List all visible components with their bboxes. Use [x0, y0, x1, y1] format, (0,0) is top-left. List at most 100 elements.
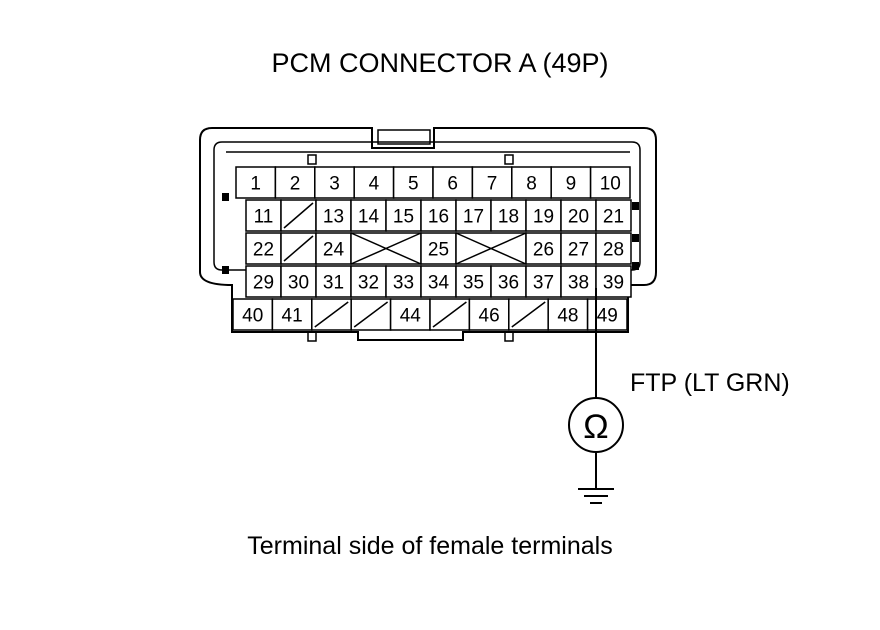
terminal-11: 11 — [245, 199, 282, 232]
terminal-number: 5 — [408, 174, 419, 195]
terminal-14: 14 — [350, 199, 387, 232]
empty-terminal-slot — [311, 298, 352, 331]
terminal-number: 21 — [603, 207, 624, 228]
terminal-21: 21 — [595, 199, 632, 232]
terminal-16: 16 — [420, 199, 457, 232]
terminal-number: 8 — [526, 174, 537, 195]
empty-terminal-slot — [350, 232, 422, 265]
terminal-1: 1 — [235, 166, 277, 199]
terminal-10: 10 — [589, 166, 631, 199]
terminal-number: 39 — [603, 273, 624, 294]
terminal-32: 32 — [350, 265, 387, 298]
terminal-6: 6 — [432, 166, 474, 199]
terminal-20: 20 — [560, 199, 597, 232]
terminal-number: 48 — [557, 306, 578, 327]
terminal-number: 26 — [533, 240, 554, 261]
terminal-number: 37 — [533, 273, 554, 294]
terminal-18: 18 — [490, 199, 527, 232]
terminal-25: 25 — [420, 232, 457, 265]
terminal-number: 14 — [358, 207, 380, 228]
terminal-27: 27 — [560, 232, 597, 265]
terminal-15: 15 — [385, 199, 422, 232]
terminal-39: 39 — [595, 265, 632, 298]
terminal-24: 24 — [315, 232, 352, 265]
terminal-29: 29 — [245, 265, 282, 298]
terminal-31: 31 — [315, 265, 352, 298]
terminal-number: 7 — [487, 174, 498, 195]
terminal-number: 2 — [290, 174, 301, 195]
terminal-number: 6 — [447, 174, 458, 195]
terminal-number: 22 — [253, 240, 274, 261]
probe-label: FTP (LT GRN) — [630, 369, 790, 397]
terminal-number: 35 — [463, 273, 484, 294]
terminal-number: 32 — [358, 273, 379, 294]
terminal-number: 46 — [479, 306, 500, 327]
terminal-number: 40 — [242, 306, 263, 327]
terminal-33: 33 — [385, 265, 422, 298]
terminal-number: 15 — [393, 207, 414, 228]
terminal-17: 17 — [455, 199, 492, 232]
terminal-number: 9 — [566, 174, 577, 195]
diagram-caption: Terminal side of female terminals — [247, 532, 612, 560]
empty-terminal-slot — [280, 232, 317, 265]
terminal-13: 13 — [315, 199, 352, 232]
terminal-number: 44 — [400, 306, 422, 327]
terminal-5: 5 — [392, 166, 434, 199]
terminal-number: 24 — [323, 240, 345, 261]
terminal-number: 38 — [568, 273, 589, 294]
ohmmeter-icon: Ω — [568, 397, 624, 453]
terminal-number: 27 — [568, 240, 589, 261]
terminal-number: 16 — [428, 207, 449, 228]
terminal-22: 22 — [245, 232, 282, 265]
terminal-3: 3 — [314, 166, 355, 199]
terminal-number: 3 — [329, 174, 340, 195]
terminal-7: 7 — [471, 166, 513, 199]
empty-terminal-slot — [455, 232, 527, 265]
ohm-symbol: Ω — [583, 408, 608, 446]
terminal-number: 30 — [288, 273, 309, 294]
terminal-number: 20 — [568, 207, 589, 228]
empty-terminal-slot — [350, 298, 392, 331]
terminal-number: 28 — [603, 240, 624, 261]
terminal-9: 9 — [550, 166, 592, 199]
ground-icon — [578, 488, 614, 504]
terminal-30: 30 — [280, 265, 317, 298]
terminal-number: 19 — [533, 207, 554, 228]
terminal-number: 25 — [428, 240, 449, 261]
terminal-38: 38 — [560, 265, 597, 298]
terminal-28: 28 — [595, 232, 632, 265]
terminal-8: 8 — [511, 166, 552, 199]
terminal-number: 11 — [254, 207, 274, 228]
terminal-19: 19 — [525, 199, 562, 232]
terminal-number: 13 — [323, 207, 344, 228]
connector-housing — [199, 127, 657, 342]
empty-terminal-slot — [429, 298, 471, 331]
terminal-number: 1 — [250, 174, 261, 195]
terminal-2: 2 — [274, 166, 316, 199]
terminal-49: 49 — [586, 298, 628, 331]
diagram-title: PCM CONNECTOR A (49P) — [271, 48, 608, 78]
terminal-26: 26 — [525, 232, 562, 265]
terminal-40: 40 — [232, 298, 274, 331]
empty-terminal-slot — [280, 199, 317, 232]
terminal-44: 44 — [389, 298, 431, 331]
terminal-35: 35 — [455, 265, 492, 298]
terminal-number: 10 — [600, 174, 621, 195]
empty-terminal-slot — [508, 298, 549, 331]
terminal-number: 34 — [428, 273, 450, 294]
terminal-36: 36 — [490, 265, 527, 298]
terminal-number: 29 — [253, 273, 274, 294]
terminal-37: 37 — [525, 265, 562, 298]
terminal-number: 49 — [597, 306, 618, 327]
terminal-34: 34 — [420, 265, 457, 298]
terminal-number: 4 — [369, 174, 380, 195]
terminal-number: 31 — [323, 273, 344, 294]
terminal-number: 18 — [498, 207, 519, 228]
terminal-4: 4 — [353, 166, 395, 199]
housing-latches — [222, 193, 639, 274]
terminal-number: 33 — [393, 273, 414, 294]
terminal-number: 41 — [282, 306, 303, 327]
terminal-41: 41 — [271, 298, 313, 331]
